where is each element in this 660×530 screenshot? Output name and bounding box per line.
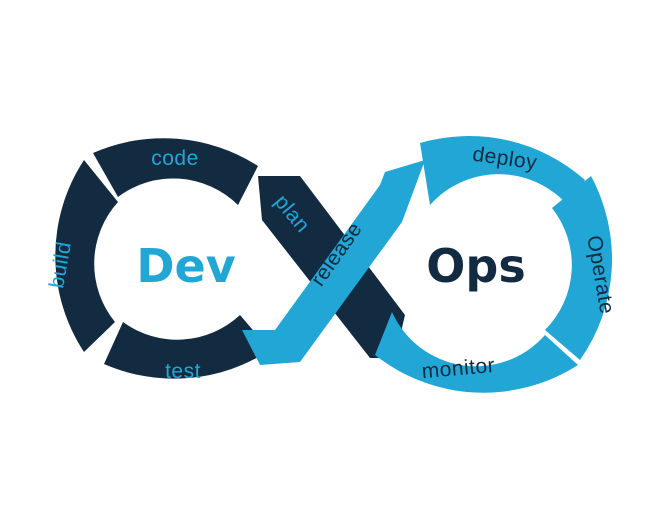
ops-title: Ops xyxy=(426,239,525,293)
code-segment xyxy=(93,138,258,205)
test-label: test xyxy=(165,360,201,383)
build-segment xyxy=(55,160,118,352)
monitor-segment xyxy=(375,312,578,393)
code-label: code xyxy=(151,147,199,170)
operate-segment xyxy=(545,176,613,360)
test-segment xyxy=(104,315,270,379)
release-segment xyxy=(242,160,425,365)
ops-loop xyxy=(242,136,613,393)
deploy-segment xyxy=(420,136,585,208)
dev-title: Dev xyxy=(136,239,235,293)
